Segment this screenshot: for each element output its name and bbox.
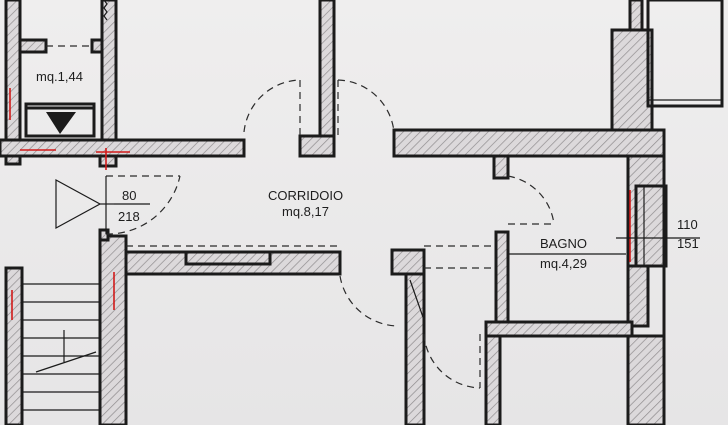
bathroom-name-label: BAGNO <box>540 236 587 251</box>
entry-area <box>55 175 181 425</box>
corridor-lower-walls <box>124 245 426 425</box>
window-width-label: 110 <box>677 217 698 232</box>
corridor-top-doors <box>243 79 395 136</box>
closet-area-label: mq.1,44 <box>36 69 83 84</box>
entry-height-label: 218 <box>118 209 140 224</box>
corridor-upper-walls <box>0 0 666 170</box>
corridor-area-label: mq.8,17 <box>282 204 329 219</box>
bathroom-area-label: mq.4,29 <box>540 256 587 271</box>
staircase <box>4 266 100 425</box>
lower-right-walls <box>423 333 666 425</box>
entry-width-label: 80 <box>122 188 136 203</box>
upper-right-walls <box>610 0 724 132</box>
corridor-name-label: CORRIDOIO <box>268 188 343 203</box>
window-height-label: 151 <box>677 236 699 251</box>
bathroom-walls <box>424 154 700 338</box>
